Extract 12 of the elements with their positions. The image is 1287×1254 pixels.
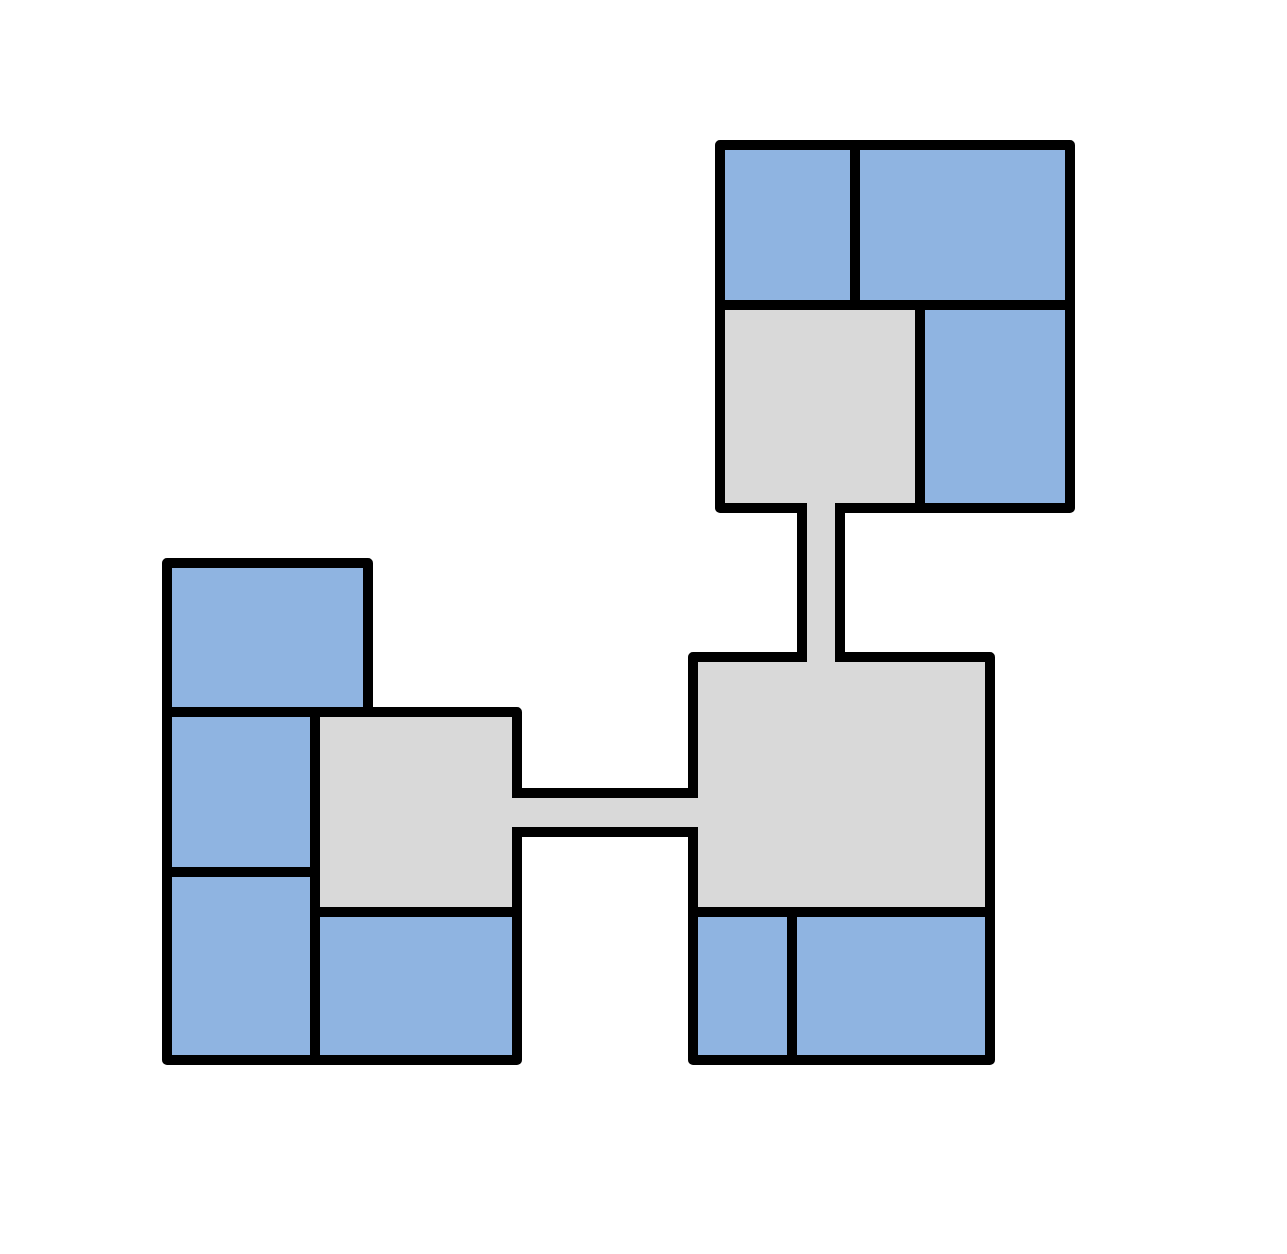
room (172, 568, 363, 707)
room (925, 310, 1065, 503)
room (320, 917, 512, 1055)
room (860, 150, 1065, 300)
room (725, 150, 850, 300)
room (172, 717, 310, 867)
hall (725, 310, 915, 503)
room (172, 877, 310, 1055)
hall (320, 717, 512, 907)
room (698, 917, 787, 1055)
room (797, 917, 985, 1055)
hall (698, 662, 985, 907)
